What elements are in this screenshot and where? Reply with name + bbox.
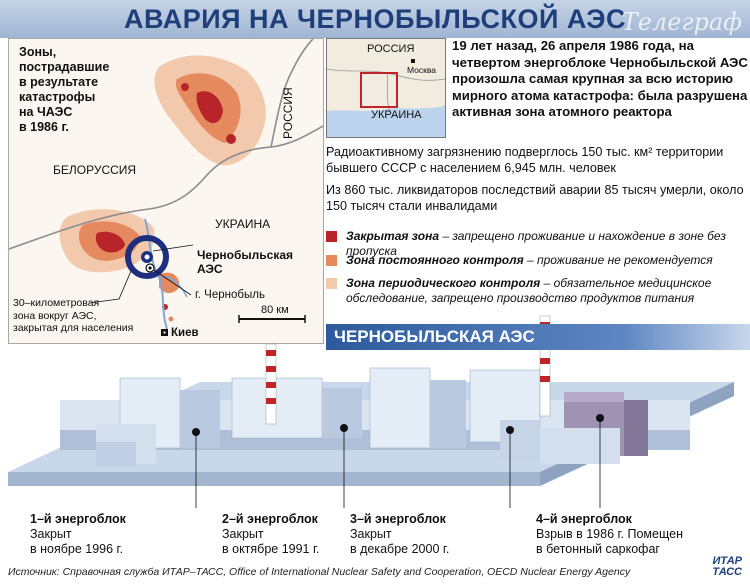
contamination-map: Зоны, пострадавшие в результате катастро… bbox=[8, 38, 324, 344]
unit-3-caption: 3–й энергоблок Закрыт в декабре 2000 г. bbox=[350, 512, 449, 557]
unit-line1: Взрыв в 1986 г. Помещен bbox=[536, 527, 683, 541]
source-note: Источник: Справочная служба ИТАР–ТАСС, O… bbox=[8, 566, 631, 578]
legend-permanent-control: Зона постоянного контроля – проживание н… bbox=[326, 253, 746, 268]
unit-head: 1–й энергоблок bbox=[30, 512, 126, 526]
legend-desc: – обязательное медицинское обследование,… bbox=[346, 276, 712, 305]
watermark: Телеграф bbox=[621, 8, 742, 36]
label-ukraine: УКРАИНА bbox=[215, 217, 271, 231]
legend-desc: – запрещено проживание и нахождение в зо… bbox=[346, 229, 726, 258]
fact-liquidators: Из 860 тыс. ликвидаторов последствий ава… bbox=[326, 183, 744, 213]
label-russia: РОССИЯ bbox=[281, 87, 295, 139]
unit-line1: Закрыт bbox=[222, 527, 264, 541]
legend-closed-zone: Закрытая зона – запрещено проживание и н… bbox=[326, 229, 746, 259]
unit-1-caption: 1–й энергоблок Закрыт в ноябре 1996 г. bbox=[30, 512, 126, 557]
legend-swatch-periodic bbox=[326, 278, 337, 289]
map-graphic bbox=[9, 39, 323, 336]
inset-label-ukraine: УКРАИНА bbox=[371, 109, 422, 121]
unit-line1: Закрыт bbox=[30, 527, 72, 541]
page-title: АВАРИЯ НА ЧЕРНОБЫЛЬСКОЙ АЭС bbox=[124, 4, 626, 34]
legend-desc: – проживание не рекомендуется bbox=[523, 253, 713, 267]
intro-text: 19 лет назад, 26 апреля 1986 года, на че… bbox=[452, 38, 748, 119]
itar-tass-logo: ИТАР ТАСС bbox=[712, 555, 742, 578]
label-belarus: БЕЛОРУССИЯ bbox=[53, 163, 137, 177]
plant-title: ЧЕРНОБЫЛЬСКАЯ АЭС bbox=[334, 327, 535, 346]
label-chernobyl-town: г. Чернобыль bbox=[195, 289, 265, 301]
label-exclusion-zone: 30–километровая зона вокруг АЭС, закрыта… bbox=[13, 297, 134, 334]
legend-swatch-permanent bbox=[326, 255, 337, 266]
title-bar bbox=[0, 0, 750, 38]
north-contamination-zone bbox=[154, 55, 266, 166]
inset-label-moscow: Москва bbox=[407, 65, 437, 75]
exclusion-zone-ring bbox=[125, 235, 169, 279]
legend-name: Зона постоянного контроля bbox=[346, 253, 524, 267]
unit-line1: Закрыт bbox=[350, 527, 392, 541]
legend-name: Закрытая зона bbox=[346, 229, 440, 243]
unit-line2: в бетонный саркофаг bbox=[536, 542, 660, 556]
label-chernobyl-plant: Чернобыльская АЭС bbox=[197, 248, 294, 276]
legend-periodic-control: Зона периодического контроля – обязатель… bbox=[326, 276, 746, 306]
label-kiev: Киев bbox=[171, 327, 199, 339]
inset-label-russia: РОССИЯ bbox=[367, 43, 415, 55]
fact-contamination: Радиоактивному загрязнению подверглось 1… bbox=[326, 145, 724, 175]
plant-title-bar: ЧЕРНОБЫЛЬСКАЯ АЭС bbox=[326, 324, 750, 350]
unit-line2: в октябре 1991 г. bbox=[222, 542, 320, 556]
legend-name: Зона периодического контроля bbox=[346, 276, 541, 290]
unit-2-caption: 2–й энергоблок Закрыт в октябре 1991 г. bbox=[222, 512, 320, 557]
inset-map: РОССИЯ Москва УКРАИНА bbox=[326, 38, 446, 138]
unit-line2: в декабре 2000 г. bbox=[350, 542, 450, 556]
unit-line2: в ноябре 1996 г. bbox=[30, 542, 124, 556]
unit-4-caption: 4–й энергоблок Взрыв в 1986 г. Помещен в… bbox=[536, 512, 683, 557]
unit-head: 3–й энергоблок bbox=[350, 512, 446, 526]
unit-head: 4–й энергоблок bbox=[536, 512, 632, 526]
plant-illustration bbox=[8, 315, 734, 508]
map-zones-title: Зоны, пострадавшие в результате катастро… bbox=[19, 45, 110, 134]
unit-head: 2–й энергоблок bbox=[222, 512, 318, 526]
legend-swatch-closed bbox=[326, 231, 337, 242]
map-scale-label: 80 км bbox=[261, 304, 289, 316]
